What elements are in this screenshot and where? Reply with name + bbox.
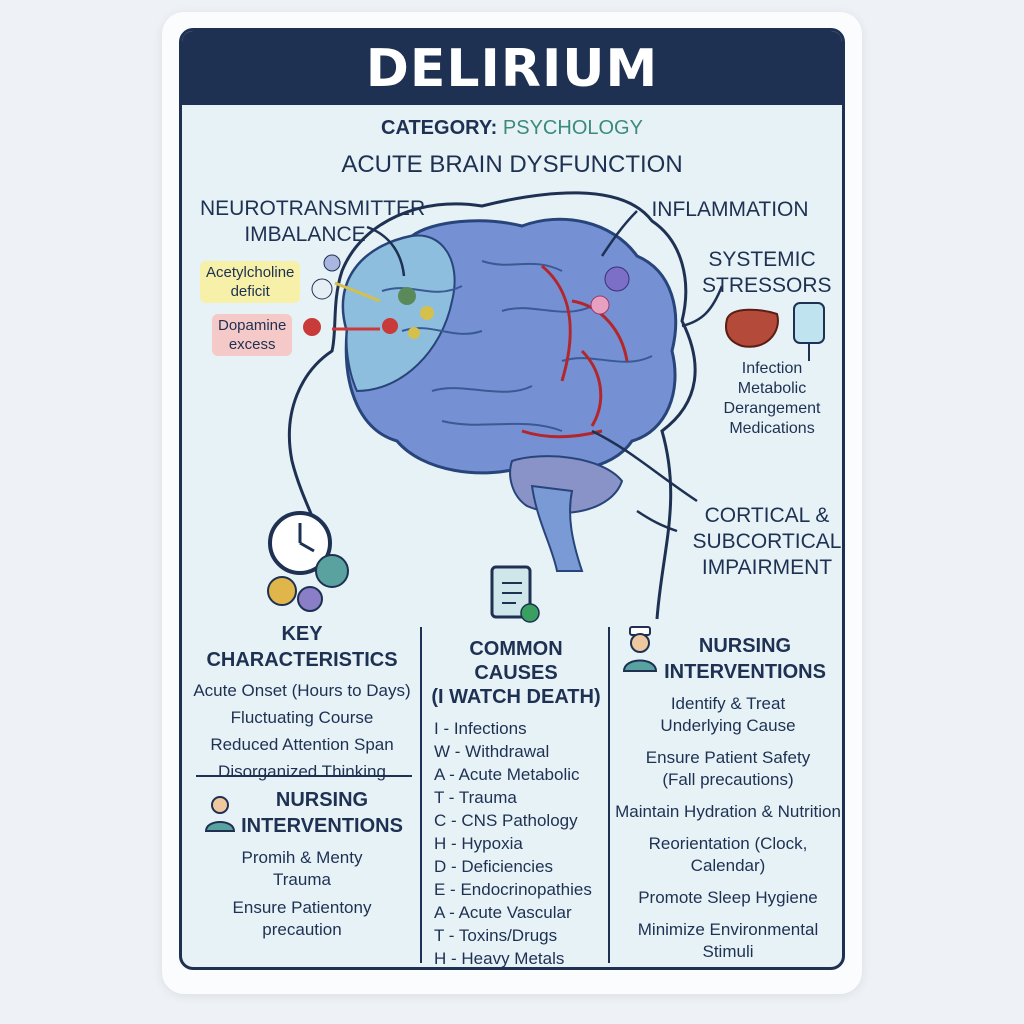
list-item: Ensure Patient Safety [645,748,811,767]
list-item: T - Toxins/Drugs [434,926,558,945]
column-divider [608,627,610,963]
nursing-right-title: NURSING INTERVENTIONS [664,635,826,683]
brainstem [530,484,584,572]
list-item: Acute Onset (Hours to Days) [193,681,411,700]
key-characteristics-title: KEY CHARACTERISTICS [206,623,398,671]
list-item: E - Endocrinopathies [434,880,592,899]
dopamine-tag: Dopamine excess [212,314,293,356]
subtitle: ACUTE BRAIN DYSFUNCTION [341,151,683,178]
brain-diagram [267,191,825,623]
label-cortical: CORTICAL & SUBCORTICAL IMPAIRMENT [692,504,842,579]
common-causes-section: COMMON CAUSES (I WATCH DEATH) I - Infect… [426,617,606,968]
list-item: precaution [262,920,342,939]
list-item: Maintain Hydration & Nutrition [615,802,841,821]
common-causes-title: COMMON CAUSES (I WATCH DEATH) [431,638,601,708]
iv-bag-icon [793,302,825,344]
systemic-items: Infection Metabolic Derangement Medicati… [723,360,821,437]
list-item: Disorganized Thinking [218,762,386,781]
list-item: Ensure Patientony [232,898,372,917]
list-item: Promih & Menty [241,848,363,867]
list-item: Underlying Cause [660,716,796,735]
column-divider [420,627,422,963]
list-item: C - CNS Pathology [434,811,578,830]
nurse-icon [204,796,236,832]
clock-icon [268,511,332,575]
list-item: H - Heavy Metals [434,949,565,968]
nursing-left-title: NURSING INTERVENTIONS [241,789,403,837]
list-item: D - Deficiencies [434,857,554,876]
list-item: (Fall precautions) [662,770,794,789]
list-item: A - Acute Metabolic [434,765,580,784]
section-divider [196,775,412,777]
list-item: Fluctuating Course [230,708,374,727]
list-item: A - Acute Vascular [434,903,572,922]
key-characteristics-section: KEY CHARACTERISTICS Acute Onset (Hours t… [190,617,414,967]
list-item: Trauma [273,870,331,889]
list-item: I - Infections [434,719,527,738]
bottom-panel: KEY CHARACTERISTICS Acute Onset (Hours t… [182,617,842,968]
acetylcholine-tag: Acetylcholine deficit [200,261,301,303]
list-item: Reorientation (Clock, Calendar) [648,834,808,875]
category-value: PSYCHOLOGY [502,117,643,139]
liver-icon [724,308,779,348]
list-item: Reduced Attention Span [210,735,394,754]
label-systemic: SYSTEMIC STRESSORS [702,248,832,297]
list-item: Stimuli [702,942,754,961]
brain-frontal [342,234,456,393]
nursing-right-section: NURSING INTERVENTIONS Identify & Treat U… [614,617,842,967]
infographic-card: DELIRIUM CATEGORY: PSYCHOLOGY ACUTE BRAI… [179,28,845,970]
list-item: W - Withdrawal [434,742,550,761]
list-item: Minimize Environmental [637,920,819,939]
list-item: Promote Sleep Hygiene [638,888,818,907]
list-item: T - Trauma [434,788,517,807]
clipboard-icon [490,565,540,623]
page-title: DELIRIUM [365,39,659,99]
label-inflammation: INFLAMMATION [651,198,809,221]
nursing-left-section: NURSING INTERVENTIONS Promih & Menty Tra… [190,787,414,967]
head-outline [287,191,697,620]
list-item: H - Hypoxia [434,834,523,853]
nurse-icon [622,626,658,672]
list-item: Identify & Treat [670,694,786,713]
category-label: CATEGORY: [381,117,498,139]
gear-icon [267,554,349,612]
label-neurotransmitter: NEUROTRANSMITTER IMBALANCE [200,197,426,246]
blood-vessels [521,264,629,439]
title-bar: DELIRIUM [182,31,842,105]
category-line: CATEGORY: PSYCHOLOGY [182,117,842,140]
